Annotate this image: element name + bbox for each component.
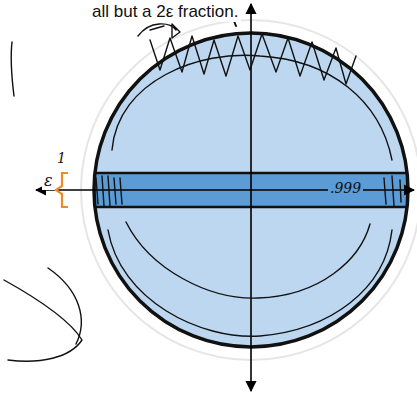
probability-note: .999 <box>328 180 363 196</box>
epsilon-bracket <box>56 173 68 207</box>
caption-text: all but a 2ε fraction. <box>90 2 241 22</box>
epsilon-note: ε <box>42 172 55 190</box>
y-axis <box>250 4 252 391</box>
scribbles <box>4 6 401 361</box>
handwritten-one: 1 <box>55 150 68 166</box>
